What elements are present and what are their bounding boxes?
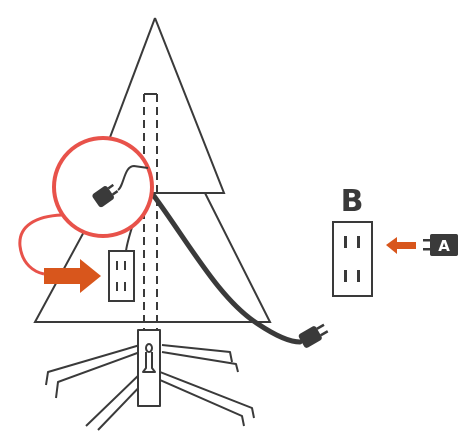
plug-a-icon xyxy=(423,234,458,256)
wall-outlet-icon xyxy=(332,221,373,297)
power-cord xyxy=(151,193,303,345)
label-a: A xyxy=(438,237,450,255)
arrow-icon xyxy=(44,259,101,293)
arrow-left-icon xyxy=(386,237,416,254)
plug-icon xyxy=(298,323,329,348)
tree-outlet-icon xyxy=(108,250,135,302)
magnifier-circle-icon xyxy=(18,136,154,276)
tree-stand-icon xyxy=(45,329,255,431)
label-b: B xyxy=(341,184,364,219)
